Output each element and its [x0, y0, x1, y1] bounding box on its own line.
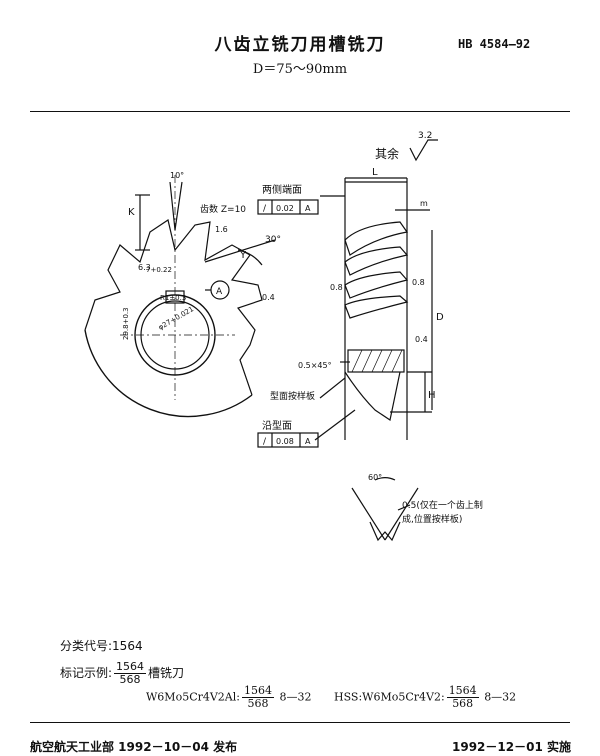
note-0-5-line1: 0.5(仅在一个齿上制 — [402, 499, 483, 511]
template-label: 型面按样板 — [270, 390, 315, 402]
note-0-5-line2: 成,位置按样板) — [402, 513, 462, 525]
technical-drawing: 其余 3.2 L m D H K Y 10° 30° 60° 齿数 Z=10 1… — [84, 131, 483, 542]
tol2-datum: A — [305, 437, 311, 446]
roughness-0-4a: 0.4 — [262, 293, 275, 302]
example-suffix: 槽铣刀 — [148, 666, 185, 680]
example-numerator: 1564 — [114, 660, 147, 674]
document-title: 八齿立铣刀用槽铣刀 — [214, 35, 386, 55]
mark1-suffix: 8—32 — [279, 690, 312, 704]
example-denominator: 568 — [119, 673, 141, 686]
teeth-count: 齿数 Z=10 — [200, 203, 246, 215]
roughness-0-4b: 0.4 — [415, 335, 428, 344]
document-subtitle: D＝75～90mm — [252, 62, 348, 77]
tol2-value: 0.08 — [276, 437, 294, 446]
mark2-suffix: 8—32 — [484, 690, 517, 704]
mark2-numerator: 1564 — [446, 684, 479, 698]
tol1-datum: A — [305, 204, 311, 213]
footer-rule — [30, 722, 570, 723]
angle-10: 10° — [170, 171, 184, 180]
roughness-0-8b: 0.8 — [412, 278, 425, 287]
mark1-numerator: 1564 — [241, 684, 274, 698]
rest-roughness-value: 3.2 — [418, 131, 432, 141]
angle-30: 30° — [265, 235, 281, 245]
view-A-label: A — [216, 287, 223, 297]
angle-60: 60° — [368, 473, 382, 482]
label-L: L — [372, 167, 378, 178]
mark1-prefix: W6Mo5Cr4V2Al: — [146, 690, 240, 704]
example-prefix: 标记示例: — [60, 666, 113, 680]
chamfer-label: 0.5×45° — [298, 361, 332, 370]
both-end-faces-label: 两侧端面 — [262, 183, 302, 196]
along-profile-label: 沿型面 — [262, 419, 292, 432]
tol1-symbol: / — [263, 204, 267, 214]
mark1-denominator: 568 — [247, 697, 269, 710]
implementation-date: 1992－12－01 实施 — [452, 740, 571, 754]
mark2-denominator: 568 — [452, 697, 474, 710]
label-m: m — [420, 199, 428, 208]
label-Y: Y — [239, 250, 247, 261]
issuer-date: 航空航天工业部 1992－10－04 发布 — [30, 740, 238, 754]
roughness-0-8a: 0.8 — [330, 283, 343, 292]
label-D: D — [436, 312, 444, 323]
label-H: H — [428, 390, 436, 401]
bore-diameter: φ27+0.021 — [157, 305, 195, 332]
mark2-prefix: HSS:W6Mo5Cr4V2: — [334, 690, 445, 704]
tol2-symbol: / — [263, 437, 267, 447]
standard-number: HB 4584—92 — [458, 37, 531, 51]
keyway-width: 7+0.22 — [146, 266, 172, 274]
classification-code: 分类代号:1564 — [60, 639, 143, 653]
header-rule — [30, 111, 570, 112]
r-value: R1±0.3 — [160, 294, 186, 302]
keyway-depth: 29.8+0.3 — [122, 307, 130, 340]
tol1-value: 0.02 — [276, 204, 294, 213]
label-K: K — [128, 207, 135, 218]
roughness-6-3: 6.3 — [138, 263, 151, 272]
rest-surface-label: 其余 — [375, 146, 399, 161]
roughness-1-6: 1.6 — [215, 225, 228, 234]
